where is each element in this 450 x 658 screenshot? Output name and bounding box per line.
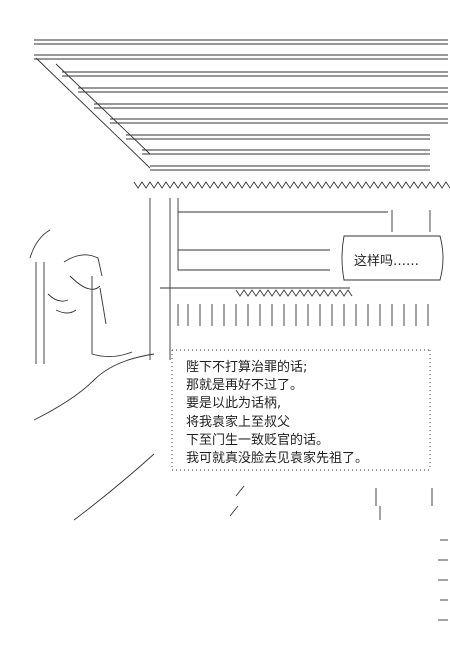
dialogue-line: 要是以此为话柄,: [186, 396, 282, 412]
speech-bubble-outline: [341, 235, 444, 281]
dialogue-frame: [171, 349, 431, 471]
dialogue-line: 我可就真没脸去见袁家先祖了。: [186, 451, 369, 467]
dialogue-line: 陛下不打算治罪的话;: [186, 360, 308, 375]
railing-posts: [177, 304, 429, 326]
zigzag-railing: [235, 289, 353, 297]
dialogue-line: 将我袁家上至叔父: [186, 414, 291, 430]
speech-bubble: 这样吗……: [340, 236, 444, 282]
dialogue-line: 那就是再好不过了。: [186, 378, 304, 394]
dialogue-line: 下至门生一致贬官的话。: [186, 432, 330, 448]
zigzag-beam: [133, 181, 450, 189]
dialogue-box: 陛下不打算治罪的话; 那就是再好不过了。 要是以此为话柄, 将我袁家上至叔父 下…: [186, 359, 426, 468]
roof-diagonal: [35, 57, 151, 169]
roof-lines: [34, 39, 448, 171]
ground-marks: [229, 485, 448, 621]
left-figures: [29, 229, 155, 521]
building-frame: [149, 198, 431, 360]
speech-bubble-text: 这样吗……: [354, 254, 420, 269]
